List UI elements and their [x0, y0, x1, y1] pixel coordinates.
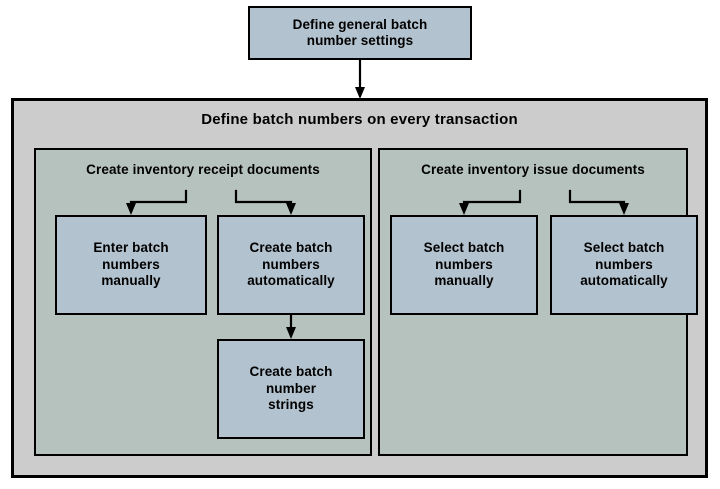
connector-line-right: [234, 189, 293, 209]
container-define-batch-numbers-on-every-transaction: Define batch numbers on every transactio…: [11, 98, 708, 478]
node-create-batch-number-strings[interactable]: Create batch number strings: [217, 339, 365, 439]
arrowhead-icon: [619, 203, 629, 215]
group-create-inventory-issue-documents: Create inventory issue documents Select …: [378, 148, 698, 456]
connector-line-left: [129, 189, 188, 209]
connector-line-right: [568, 189, 626, 209]
group-create-inventory-receipt-documents: Create inventory receipt documents Enter…: [34, 148, 372, 456]
node-enter-batch-numbers-manually[interactable]: Enter batch numbers manually: [55, 215, 207, 315]
node-select-batch-numbers-manually[interactable]: Select batch numbers manually: [390, 215, 538, 315]
container-title: Define batch numbers on every transactio…: [201, 111, 518, 128]
arrowhead-icon: [126, 203, 136, 215]
node-select-batch-numbers-automatically[interactable]: Select batch numbers automatically: [550, 215, 698, 315]
group-title-receipt: Create inventory receipt documents: [86, 162, 320, 177]
connector-line-left: [462, 189, 522, 209]
node-define-general-batch-number-settings[interactable]: Define general batch number settings: [248, 6, 472, 60]
node-create-batch-numbers-automatically[interactable]: Create batch numbers automatically: [217, 215, 365, 315]
arrowhead-icon: [286, 203, 296, 215]
arrowhead-icon: [286, 327, 296, 339]
arrowhead-icon: [459, 203, 469, 215]
group-title-issue: Create inventory issue documents: [421, 162, 645, 177]
